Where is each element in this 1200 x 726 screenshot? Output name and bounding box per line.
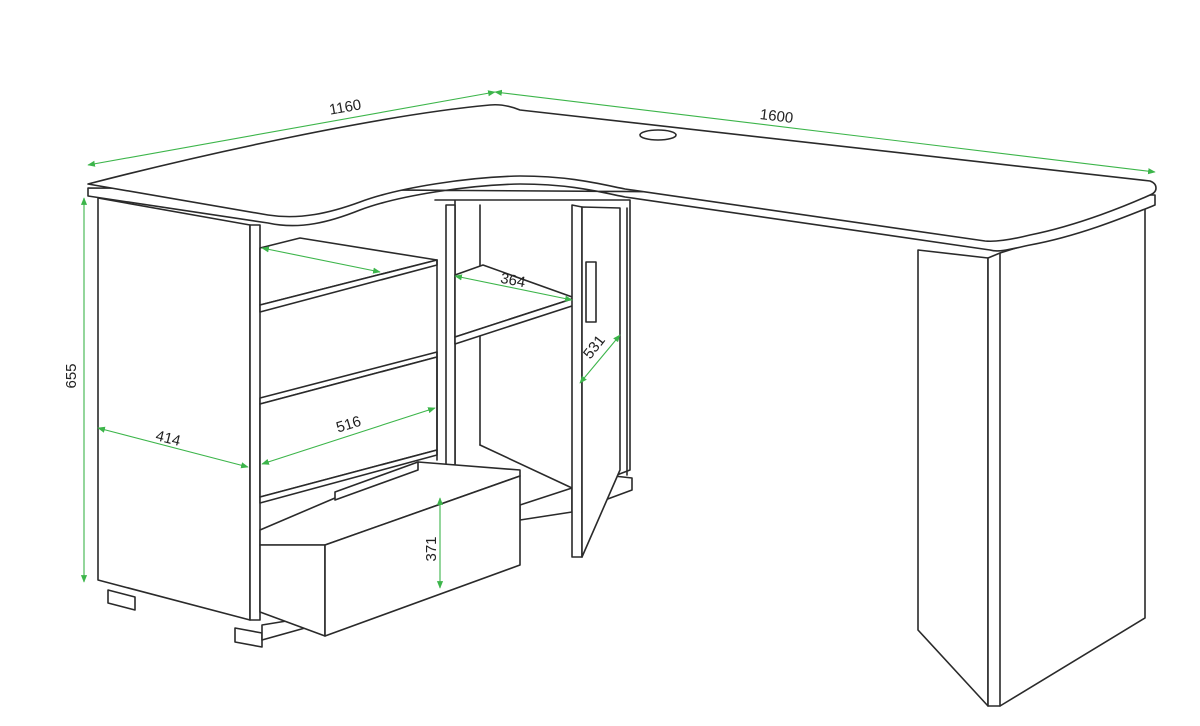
dim-label-364: 364: [499, 270, 527, 291]
dim-label-516: 516: [334, 413, 363, 437]
dim-label-1600: 1600: [759, 106, 794, 127]
dim-label-371: 371: [423, 536, 440, 561]
open-drawer: [259, 461, 521, 637]
dim-line-1160: [87, 90, 496, 167]
dim-line-1600: [494, 89, 1156, 175]
dim-line-upper-drawer: [261, 246, 381, 274]
dim-line-414: [97, 426, 249, 469]
drawer-section: [259, 237, 438, 504]
middle-partition: [445, 204, 456, 466]
dim-label-414: 414: [154, 427, 182, 450]
dimension-lines: [80, 89, 1156, 589]
right-leg-panel: [917, 207, 1146, 707]
door-handle: [585, 261, 597, 323]
open-door: [571, 204, 628, 558]
dim-line-364: [454, 274, 573, 302]
cable-hole: [639, 129, 677, 141]
dim-line-531: [579, 334, 621, 384]
dim-label-1160: 1160: [328, 96, 363, 118]
foot-mid: [234, 627, 263, 648]
dim-line-516: [261, 407, 436, 465]
foot-left: [107, 589, 136, 611]
dim-label-655: 655: [63, 363, 80, 388]
